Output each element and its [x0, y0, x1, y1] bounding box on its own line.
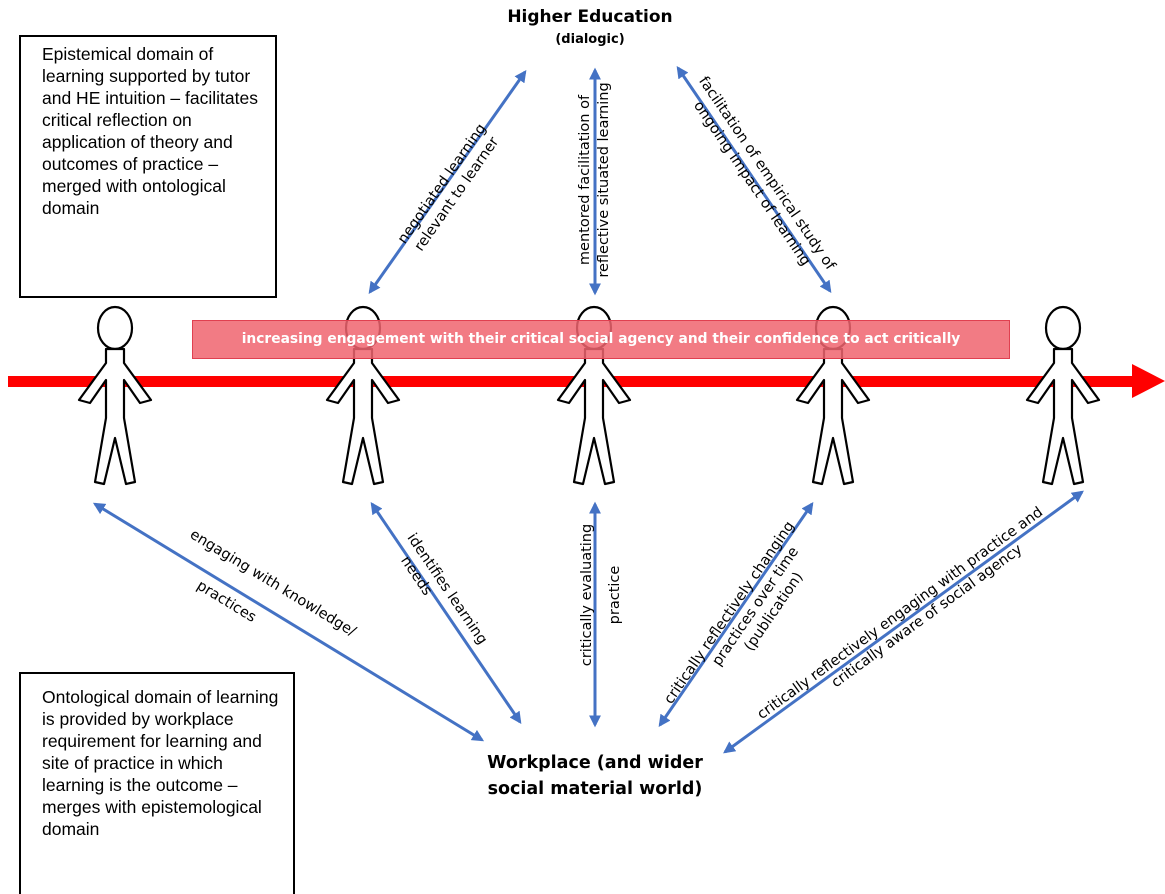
- label-facilitation-1: facilitation of empirical study of: [695, 74, 838, 274]
- arrow-he-learner-2: [368, 70, 527, 294]
- arrow-wp-learner-2: [370, 502, 522, 724]
- learner-figure-5: [1025, 305, 1101, 486]
- label-mentored-2: reflective situated learning: [596, 82, 612, 277]
- label-evaluating-2: practice: [607, 566, 623, 625]
- ontological-domain-box: Ontological domain of learning is provid…: [19, 672, 295, 894]
- label-evaluating-1: critically evaluating: [579, 524, 595, 666]
- learner-figure-1: [77, 305, 153, 486]
- arrow-wp-learner-5: [723, 490, 1084, 754]
- connector-arrows: [92, 66, 1084, 754]
- workplace-title: Workplace (and wider social material wor…: [487, 753, 703, 799]
- label-reflectively-1: critically reflectively engaging with pr…: [755, 504, 1047, 723]
- arrow-labels: negotiated learning relevant to learner …: [187, 74, 1047, 723]
- higher-education-subtitle: (dialogic): [555, 32, 625, 47]
- arrow-he-learner-4: [676, 66, 832, 293]
- epistemic-domain-box: Epistemical domain of learning supported…: [19, 35, 277, 298]
- label-mentored-1: mentored facilitation of: [577, 94, 593, 265]
- higher-education-title: Higher Education: [507, 7, 673, 27]
- label-reflectively-2: critically aware of social agency: [829, 541, 1026, 691]
- label-facilitation-2: ongoing impact of learning: [690, 98, 813, 268]
- engagement-banner: increasing engagement with their critica…: [192, 320, 1010, 359]
